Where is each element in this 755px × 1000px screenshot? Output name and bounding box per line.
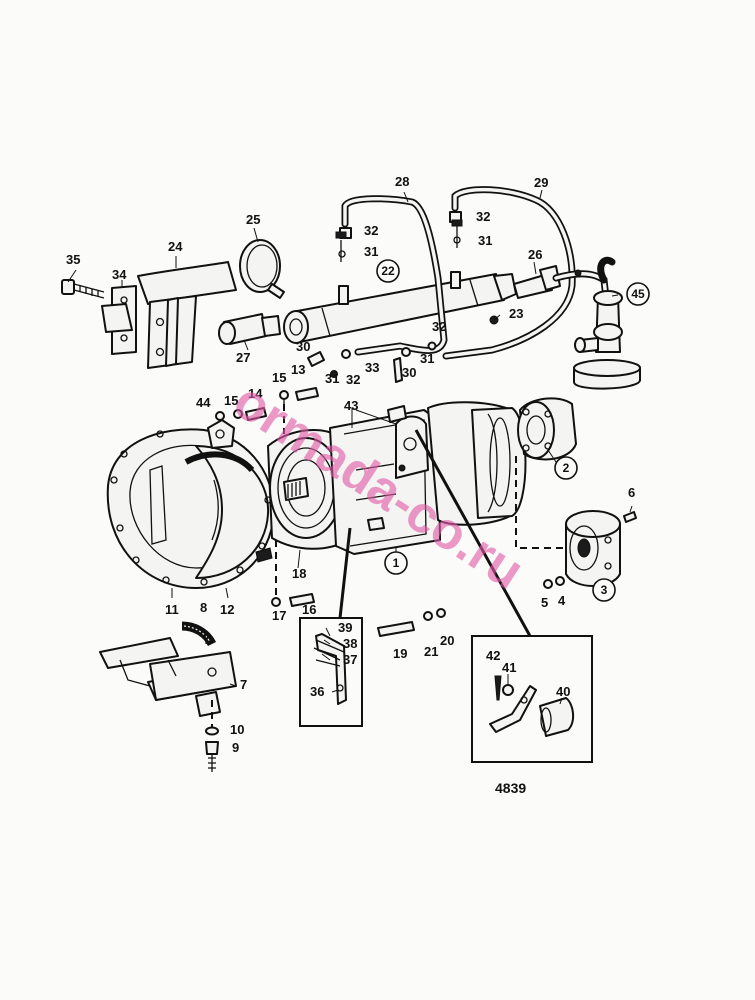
callout-label-1: 1 [393,556,400,570]
water-intake-fitting [573,256,641,390]
callout-label-32: 32 [476,209,490,224]
callout-label-12: 12 [220,602,234,617]
fasteners [215,219,637,637]
linkage-line [338,527,352,619]
callout-circle-45 [626,282,650,306]
callout-label-22: 22 [381,264,395,278]
callout-label-37: 37 [343,652,357,667]
hose-clamp [239,239,285,299]
callout-label-20: 20 [440,633,454,648]
callout-label-23: 23 [509,306,523,321]
output-coupling [565,510,621,587]
callout-label-28: 28 [395,174,409,189]
callout-label-8: 8 [200,600,207,615]
leader-lines [67,189,633,705]
callout-label-19: 19 [393,646,407,661]
callout-label-16: 16 [302,602,316,617]
callout-label-30: 30 [402,365,416,380]
callout-label-6: 6 [628,485,635,500]
callout-label-15: 15 [224,393,238,408]
reverse-gear-housing [329,405,441,555]
callout-label-39: 39 [338,620,352,635]
damping-strip [181,621,217,647]
callout-label-32: 32 [432,319,446,334]
callout-label-31: 31 [325,371,339,386]
hose-fitting [513,265,610,302]
flywheel-housing [106,419,275,589]
bolt [61,279,105,299]
callout-label-33: 33 [365,360,379,375]
callout-label-43: 43 [344,398,358,413]
detail-box-left [299,617,363,727]
callout-label-4: 4 [558,593,566,608]
callout-label-13: 13 [291,362,305,377]
callout-label-31: 31 [364,244,378,259]
assembly-path [515,456,566,549]
mounting-bracket [101,261,237,369]
callout-label-32: 32 [346,372,360,387]
callout-label-25: 25 [246,212,260,227]
callout-label-29: 29 [534,175,548,190]
callout-label-3: 3 [601,583,608,597]
callout-label-31: 31 [478,233,492,248]
callout-label-34: 34 [112,267,127,282]
detail-box-right [471,635,593,763]
callout-circle-2 [554,456,578,480]
callout-circle-3 [592,578,616,602]
callout-label-14: 14 [248,386,263,401]
callout-label-18: 18 [292,566,306,581]
callout-label-15: 15 [272,370,286,385]
callout-label-41: 41 [502,660,516,675]
callout-label-7: 7 [240,677,247,692]
linkage-line [414,429,532,637]
callout-label-36: 36 [310,684,324,699]
callout-label-17: 17 [272,608,286,623]
callout-circle-1 [384,551,408,575]
callout-label-45: 45 [631,287,645,301]
callout-label-32: 32 [364,223,378,238]
callout-label-26: 26 [528,247,542,262]
callout-label-44: 44 [196,395,211,410]
engine-mounting-foot [99,637,237,717]
callout-label-21: 21 [424,644,438,659]
drawing-number: 4839 [495,780,526,796]
coupling-flange [517,397,577,461]
callout-label-9: 9 [232,740,239,755]
pump-housing [267,429,349,550]
washer-and-bolt [205,726,219,772]
callout-label-30: 30 [296,339,310,354]
callout-label-38: 38 [343,636,357,651]
elbow-fitting [218,313,281,345]
callout-label-5: 5 [541,595,548,610]
callout-label-2: 2 [563,461,570,475]
callout-label-31: 31 [420,351,434,366]
callout-label-42: 42 [486,648,500,663]
callout-label-35: 35 [66,252,80,267]
callout-label-24: 24 [168,239,183,254]
callout-circle-22 [376,259,400,283]
oil-cooler [283,271,517,344]
callout-label-11: 11 [165,602,179,617]
callout-label-10: 10 [230,722,244,737]
callout-label-27: 27 [236,350,250,365]
output-housing [427,401,527,526]
callout-label-40: 40 [556,684,570,699]
